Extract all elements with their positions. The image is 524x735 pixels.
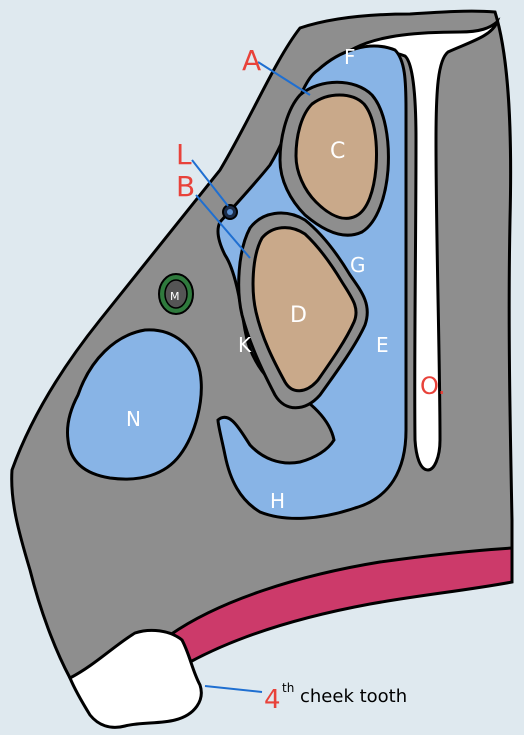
label-d: D [290,303,307,328]
label-g: G [350,253,366,277]
label-m: M [170,290,180,303]
label-l: L [176,138,192,171]
tooth-superscript: th [282,681,294,695]
pointer-tooth [205,686,262,692]
label-e: E [376,333,389,357]
tooth-caption: cheek tooth [300,686,407,707]
label-a: A [242,44,261,77]
vessel-l-core [227,209,233,215]
label-o: O. [420,372,446,400]
label-h: H [270,489,285,513]
label-c: C [330,139,345,164]
tooth-number: 4 [264,685,281,715]
label-b: B [176,170,195,203]
label-k: K [238,333,252,357]
label-n: N [126,407,141,431]
label-f: F [344,45,356,69]
